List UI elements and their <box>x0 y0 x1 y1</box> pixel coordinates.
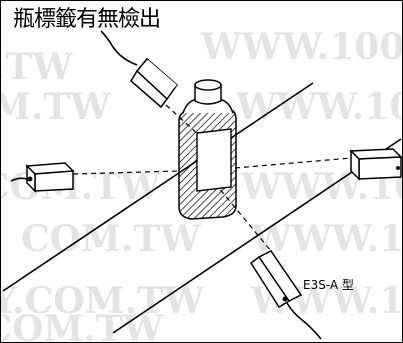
bottle <box>178 79 237 220</box>
watermark-text: WWW.100Y.CO <box>200 26 403 68</box>
sensor-model-label: E3S-A 型 <box>303 278 354 292</box>
sensor-cable <box>286 302 322 340</box>
beam-right <box>234 157 352 169</box>
watermark-layer: .TW WWW.100Y.CO M.TW WWW.100Y COM.TW WWW… <box>1 26 403 343</box>
watermark-text: WWW.100Y <box>235 86 403 128</box>
watermark-text: Y.COM.TW <box>1 280 205 322</box>
watermark-text: COM.TW <box>21 218 201 260</box>
sensor-left <box>10 162 75 193</box>
watermark-text: M.TW <box>1 86 111 128</box>
sensor-cable <box>100 30 138 66</box>
watermark-text: .COM.TW <box>1 308 164 343</box>
sensor-cable <box>10 177 28 182</box>
bottle-label <box>196 128 232 192</box>
conveyor-edge-back <box>2 82 314 292</box>
watermark-text: .TW <box>1 46 73 88</box>
sensor-right <box>349 148 402 181</box>
watermark-text: WWW.1 <box>250 218 403 260</box>
sensor-bottom <box>249 250 322 340</box>
sensor-top <box>100 30 179 109</box>
diagram-title: 瓶標籤有無檢出 <box>13 7 161 32</box>
beam-bottom <box>208 175 272 252</box>
